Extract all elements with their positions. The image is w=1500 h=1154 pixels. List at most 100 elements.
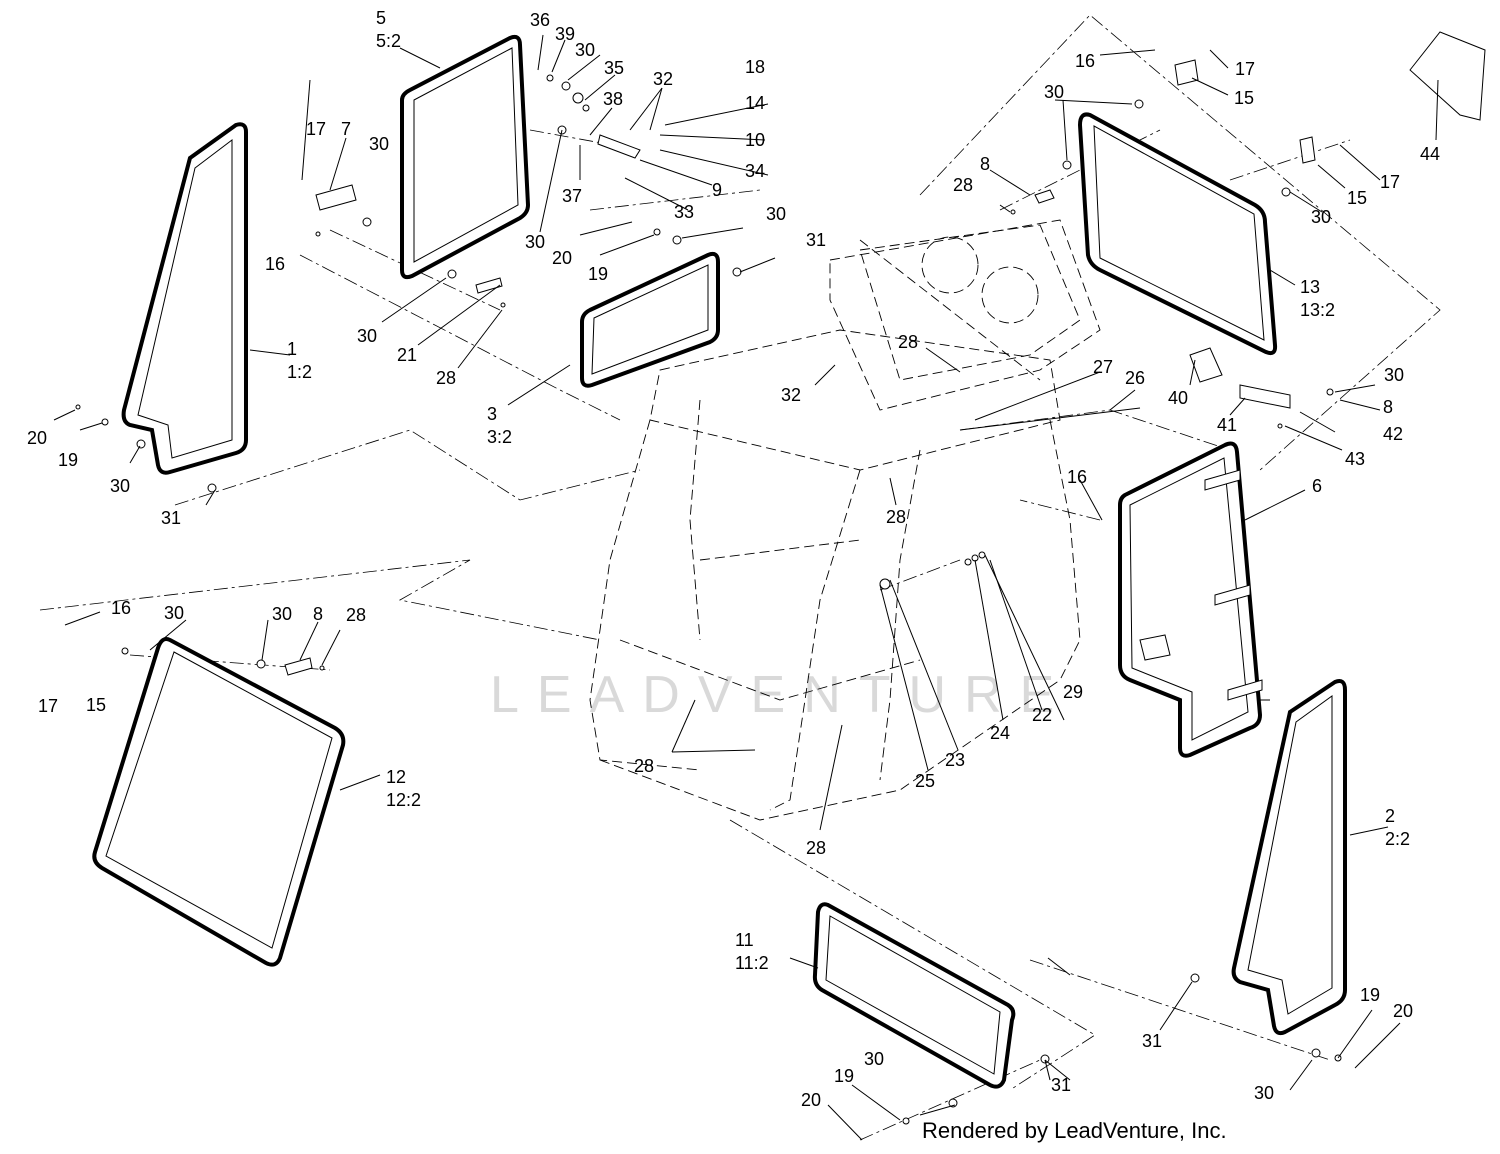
callout-9: 9: [712, 180, 722, 200]
callout-42: 42: [1383, 424, 1403, 444]
watermark: LEADVENTURE: [490, 666, 1072, 724]
callout-25: 25: [915, 771, 935, 791]
callout-2: 2: [1385, 806, 1395, 826]
panel-5-top-left-glass: [400, 34, 531, 280]
panel-11-front-lower-glass: [812, 902, 1016, 1089]
callout-36: 36: [530, 10, 550, 30]
leader-lines: [53, 34, 1439, 1141]
callout-28-center: 28: [898, 332, 918, 352]
callout-26: 26: [1125, 368, 1145, 388]
callout-17-upper-left: 17: [306, 119, 326, 139]
callout-20-left: 20: [27, 428, 47, 448]
callout-30-e: 30: [357, 326, 377, 346]
callout-8-left: 8: [313, 604, 323, 624]
callout-24: 24: [990, 723, 1010, 743]
callout-7: 7: [341, 119, 351, 139]
callout-22: 22: [1032, 705, 1052, 725]
callout-16-upper-left: 16: [265, 254, 285, 274]
callout-17-right: 17: [1380, 172, 1400, 192]
callout-30-m: 30: [1254, 1083, 1274, 1103]
callout-labels: 1 1:2 2 2:2 3 3:2 5 5:2 6 7 8 8 8 9 10 1…: [27, 8, 1440, 1110]
callout-43: 43: [1345, 449, 1365, 469]
callout-44: 44: [1420, 144, 1440, 164]
callout-30-b: 30: [575, 40, 595, 60]
callout-30-k: 30: [272, 604, 292, 624]
callout-11: 11: [735, 930, 754, 950]
callout-29: 29: [1063, 682, 1083, 702]
callout-40: 40: [1168, 388, 1188, 408]
render-credit: Rendered by LeadVenture, Inc.: [922, 1118, 1227, 1143]
callout-30-g: 30: [1044, 82, 1064, 102]
callout-19-right: 19: [1360, 985, 1380, 1005]
callout-16-right: 16: [1067, 467, 1087, 487]
callout-31-center: 31: [806, 230, 826, 250]
callout-27: 27: [1093, 357, 1113, 377]
cab-frame: [589, 219, 1101, 821]
callout-1-2: 1:2: [287, 362, 312, 382]
callout-30-c: 30: [766, 204, 786, 224]
callout-32-frame: 32: [781, 385, 801, 405]
callout-15-top: 15: [1234, 88, 1254, 108]
callout-30-f: 30: [110, 476, 130, 496]
callout-13-2: 13:2: [1300, 300, 1335, 320]
callout-16-left: 16: [111, 598, 131, 618]
callout-28-top: 28: [953, 175, 973, 195]
callout-21: 21: [397, 345, 417, 365]
panel-1-left-door-glass: [121, 122, 248, 475]
callout-28-frame: 28: [886, 507, 906, 527]
callout-6: 6: [1312, 476, 1322, 496]
callout-2-2: 2:2: [1385, 829, 1410, 849]
callout-35: 35: [604, 58, 624, 78]
callout-41: 41: [1217, 415, 1237, 435]
callout-19-bottom: 19: [834, 1066, 854, 1086]
part-44-sheet: [1409, 31, 1486, 121]
callout-30-h: 30: [1311, 207, 1331, 227]
callout-30-l: 30: [864, 1049, 884, 1069]
callout-20-center: 20: [552, 248, 572, 268]
callout-38: 38: [603, 89, 623, 109]
callout-30-d: 30: [525, 232, 545, 252]
callout-20-right: 20: [1393, 1001, 1413, 1021]
callout-11-2: 11:2: [735, 953, 769, 973]
callout-3-2: 3:2: [487, 427, 512, 447]
callout-30-j: 30: [164, 603, 184, 623]
callout-17-left: 17: [38, 696, 58, 716]
callout-31-bottom: 31: [1051, 1075, 1071, 1095]
panel-2-right-door-glass: [1231, 679, 1347, 1036]
callout-23: 23: [945, 750, 965, 770]
callout-13: 13: [1300, 277, 1320, 297]
part-40-41-strut: [959, 347, 1291, 431]
callout-19-center: 19: [588, 264, 608, 284]
callout-15-left: 15: [86, 695, 106, 715]
panel-3-rear-window: [580, 251, 720, 388]
callout-33: 33: [674, 202, 694, 222]
callout-8-top: 8: [980, 154, 990, 174]
hardware: [75, 59, 1342, 1125]
panel-6-right-door: [1118, 441, 1263, 758]
callout-8-right: 8: [1383, 397, 1393, 417]
callout-3: 3: [487, 404, 497, 424]
callout-12-2: 12:2: [386, 790, 421, 810]
callout-31-left: 31: [161, 508, 181, 528]
callout-28-left-panel: 28: [436, 368, 456, 388]
callout-28-floor: 28: [634, 756, 654, 776]
callout-15-right: 15: [1347, 188, 1367, 208]
callout-16-top: 16: [1075, 51, 1095, 71]
panel-12-left-side-glass: [92, 637, 346, 967]
callout-14: 14: [745, 93, 765, 113]
callout-20-bottom: 20: [801, 1090, 821, 1110]
callout-31-right: 31: [1142, 1031, 1162, 1051]
callout-1: 1: [287, 339, 297, 359]
callout-18: 18: [745, 57, 765, 77]
callout-30-i: 30: [1384, 365, 1404, 385]
callout-32-top: 32: [653, 69, 673, 89]
panel-13-roof-glass: [1077, 112, 1278, 356]
callout-19-left: 19: [58, 450, 78, 470]
callout-5-2: 5:2: [376, 31, 401, 51]
callout-30-a: 30: [369, 134, 389, 154]
callout-12: 12: [386, 767, 406, 787]
callout-34: 34: [745, 161, 765, 181]
callout-17-top: 17: [1235, 59, 1255, 79]
